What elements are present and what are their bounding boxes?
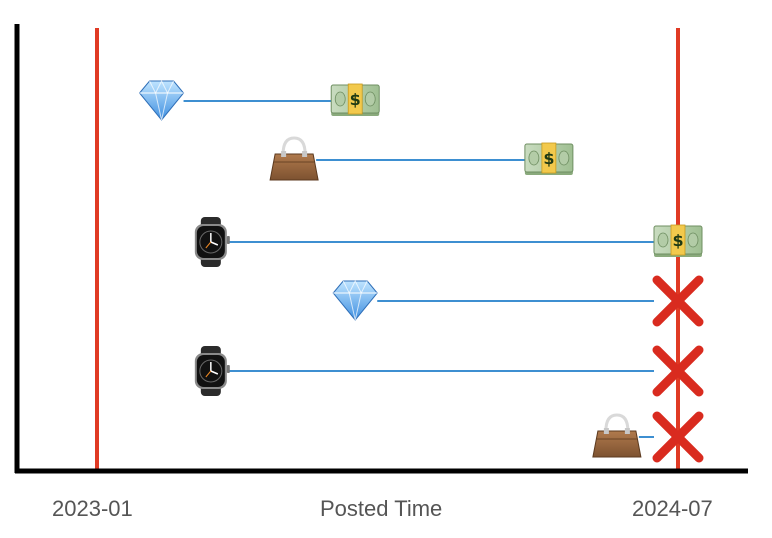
svg-text:$: $ bbox=[543, 149, 554, 168]
money-icon: $ bbox=[653, 224, 703, 257]
listing-row bbox=[194, 345, 704, 397]
cross-icon bbox=[652, 275, 704, 327]
start-date-label: 2023-01 bbox=[52, 496, 133, 521]
cross-icon bbox=[652, 345, 704, 397]
cross-icon bbox=[652, 411, 704, 463]
axis-title: Posted Time bbox=[320, 496, 443, 521]
listing-row: $ bbox=[269, 136, 574, 181]
listing-row bbox=[592, 411, 704, 463]
handbag-icon bbox=[592, 413, 642, 458]
listing-row: $ bbox=[138, 79, 380, 121]
listing-row: $ bbox=[194, 217, 703, 267]
watch-icon bbox=[194, 346, 230, 396]
svg-text:$: $ bbox=[672, 231, 683, 250]
end-date-label: 2024-07 bbox=[632, 496, 713, 521]
watch-icon bbox=[194, 217, 230, 267]
svg-text:$: $ bbox=[350, 90, 361, 109]
handbag-icon bbox=[269, 136, 319, 181]
diamond-icon bbox=[332, 279, 378, 321]
money-icon: $ bbox=[524, 142, 574, 175]
diamond-icon bbox=[138, 79, 185, 121]
money-icon: $ bbox=[330, 83, 380, 116]
listing-row bbox=[332, 275, 704, 327]
